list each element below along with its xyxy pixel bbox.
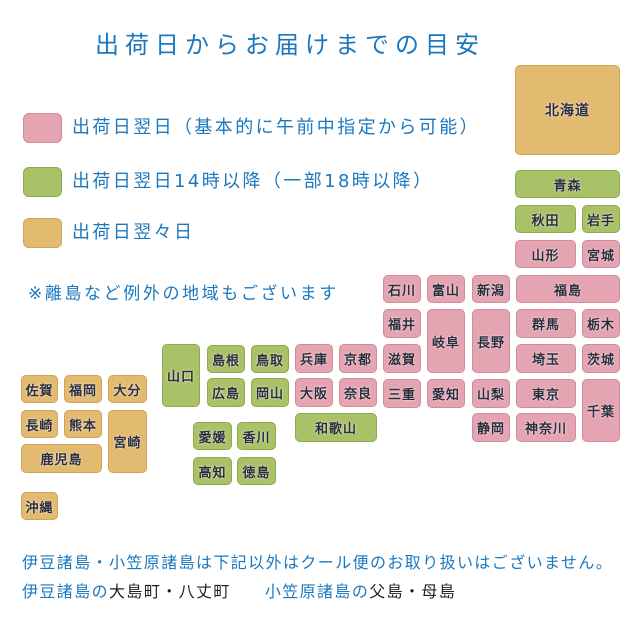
prefecture-tile-fukuoka: 福岡 (64, 375, 102, 403)
prefecture-tile-osaka: 大阪 (295, 378, 333, 407)
exception-note: ※離島など例外の地域もございます (28, 284, 339, 304)
prefecture-tile-toyama: 富山 (427, 275, 465, 303)
prefecture-tile-gifu: 岐阜 (427, 309, 465, 373)
page-title: 出荷日からお届けまでの目安 (95, 31, 485, 59)
prefecture-tile-hiroshima: 広島 (207, 378, 245, 407)
towns-ogasawara: 父島・母島 (369, 582, 457, 601)
prefecture-tile-tottori: 鳥取 (251, 345, 289, 373)
legend-label-next-day-morning: 出荷日翌日（基本的に午前中指定から可能） (72, 117, 480, 138)
prefecture-tile-oita: 大分 (108, 375, 147, 403)
prefecture-tile-ehime: 愛媛 (193, 422, 232, 450)
prefecture-tile-kagoshima: 鹿児島 (21, 444, 102, 473)
prefecture-tile-iwate: 岩手 (582, 205, 620, 233)
prefecture-tile-saga: 佐賀 (21, 375, 58, 403)
prefecture-tile-tochigi: 栃木 (582, 309, 620, 338)
prefecture-tile-fukui: 福井 (383, 309, 421, 338)
prefecture-tile-tokyo: 東京 (516, 379, 576, 408)
legend-swatch-next-day-14h (23, 167, 62, 197)
prefecture-tile-kyoto: 京都 (339, 344, 377, 373)
prefecture-tile-hokkaido: 北海道 (515, 65, 620, 155)
towns-izu: 大島町・八丈町 (109, 582, 231, 601)
prefecture-tile-yamagata: 山形 (515, 240, 576, 268)
prefecture-tile-wakayama: 和歌山 (295, 413, 377, 442)
prefecture-tile-kagawa: 香川 (237, 422, 276, 450)
prefecture-tile-nagasaki: 長崎 (21, 410, 58, 438)
prefecture-tile-kumamoto: 熊本 (64, 410, 102, 438)
prefecture-tile-miyagi: 宮城 (582, 240, 620, 268)
legend-swatch-day-after-next (23, 218, 62, 248)
prefecture-tile-gunma: 群馬 (516, 309, 576, 338)
prefecture-tile-kanagawa: 神奈川 (516, 413, 576, 442)
prefecture-tile-shizuoka: 静岡 (472, 413, 510, 442)
prefecture-tile-saitama: 埼玉 (516, 344, 576, 373)
prefecture-tile-mie: 三重 (383, 379, 421, 408)
prefecture-tile-akita: 秋田 (515, 205, 576, 233)
prefecture-tile-tokushima: 徳島 (237, 457, 276, 485)
prefecture-tile-aichi: 愛知 (427, 379, 465, 408)
legend-label-next-day-14h: 出荷日翌日14時以降（一部18時以降） (72, 171, 434, 192)
prefecture-tile-shimane: 島根 (207, 345, 245, 373)
prefecture-tile-chiba: 千葉 (582, 379, 620, 442)
prefecture-tile-nara: 奈良 (339, 378, 377, 407)
prefecture-tile-hyogo: 兵庫 (295, 344, 333, 373)
legend-swatch-next-day-morning (23, 113, 62, 143)
prefecture-tile-niigata: 新潟 (472, 275, 510, 303)
cool-delivery-notice: 伊豆諸島・小笠原諸島は下記以外はクール便のお取り扱いはございません。 (22, 553, 614, 572)
prefecture-tile-miyazaki: 宮崎 (108, 410, 147, 473)
prefecture-tile-shiga: 滋賀 (383, 344, 421, 373)
prefecture-tile-ishikawa: 石川 (383, 275, 421, 303)
prefecture-tile-aomori: 青森 (515, 170, 620, 198)
prefecture-tile-ibaraki: 茨城 (582, 344, 620, 373)
prefecture-tile-yamaguchi: 山口 (162, 344, 200, 407)
cool-delivery-exceptions: 伊豆諸島の大島町・八丈町 小笠原諸島の父島・母島 (22, 582, 456, 602)
island-group-izu: 伊豆諸島の (22, 582, 110, 601)
prefecture-tile-yamanashi: 山梨 (472, 379, 510, 408)
prefecture-tile-kochi: 高知 (193, 457, 232, 485)
legend-label-day-after-next: 出荷日翌々日 (72, 222, 195, 243)
prefecture-tile-okinawa: 沖縄 (21, 492, 58, 520)
prefecture-tile-fukushima: 福島 (516, 275, 620, 303)
prefecture-tile-okayama: 岡山 (251, 378, 289, 407)
island-group-ogasawara: 小笠原諸島の (264, 582, 370, 601)
prefecture-tile-nagano: 長野 (472, 309, 510, 373)
